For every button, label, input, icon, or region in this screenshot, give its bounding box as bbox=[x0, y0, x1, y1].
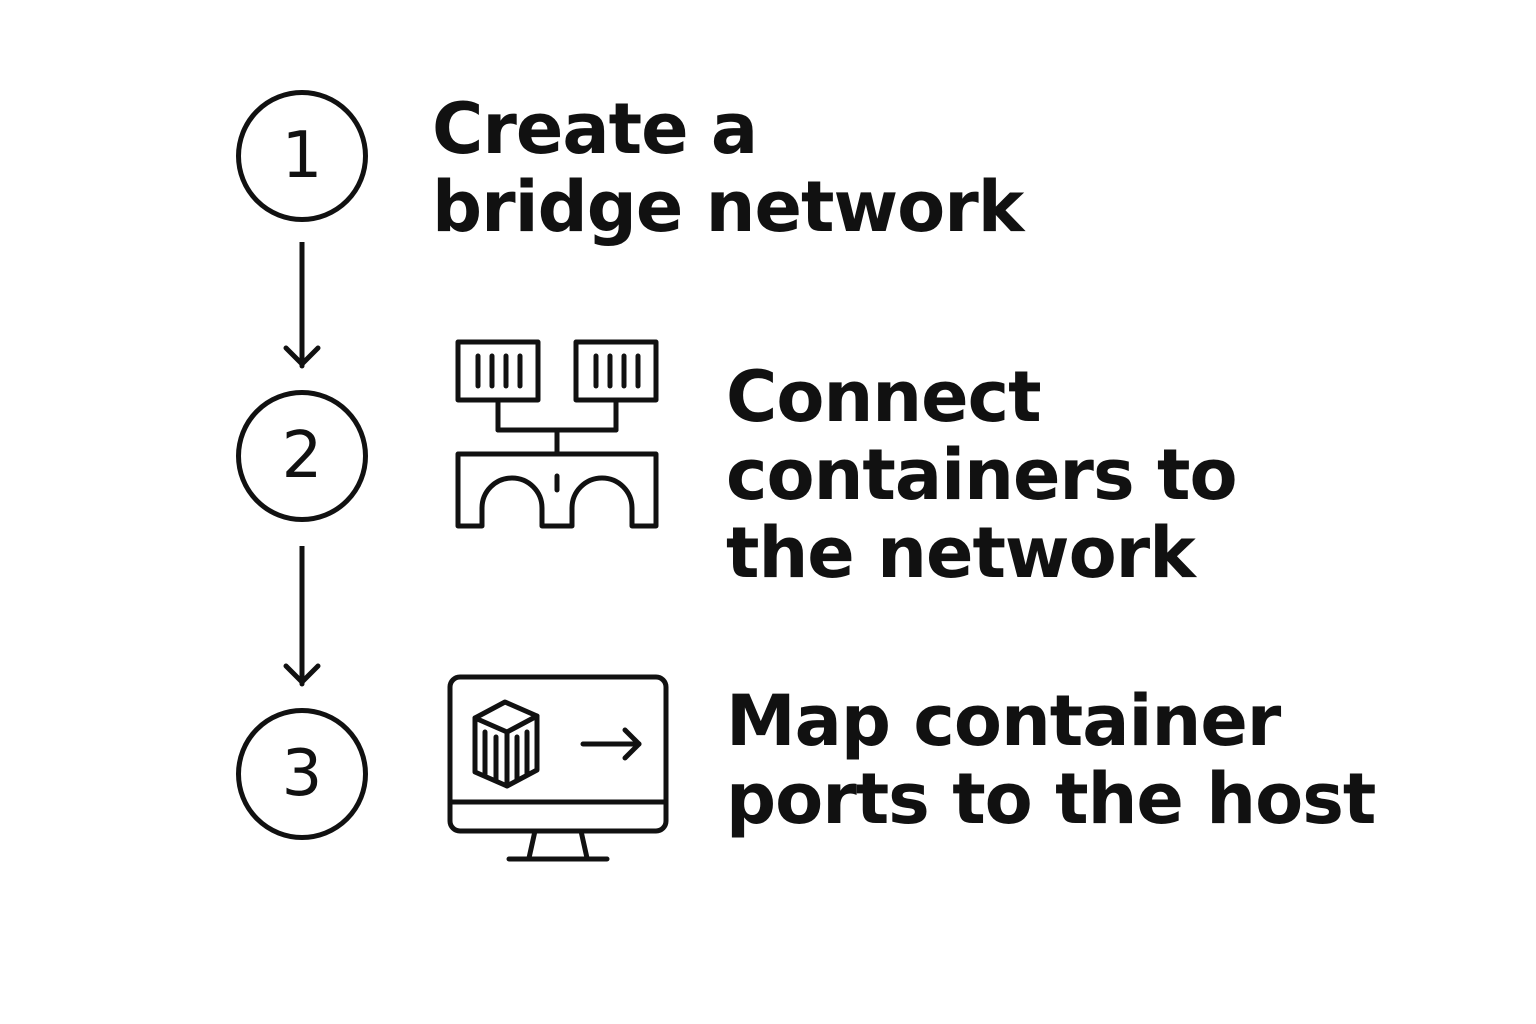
step-2-label-line-1: Connect bbox=[726, 356, 1042, 438]
step-1-number: 1 bbox=[281, 119, 323, 193]
step-1-label-line-2: bridge network bbox=[432, 166, 1024, 248]
arrow-down-icon bbox=[283, 546, 321, 687]
step-1-label: Create a bridge network bbox=[432, 88, 1024, 248]
step-2-label-line-2: containers to bbox=[726, 434, 1238, 516]
step-1-label-line-1: Create a bbox=[432, 88, 758, 170]
step-3-number: 3 bbox=[281, 737, 323, 811]
step-3-label-line-2: ports to the host bbox=[726, 758, 1376, 840]
step-2-number: 2 bbox=[281, 419, 323, 493]
step-2-label-line-3: the network bbox=[726, 512, 1196, 594]
arrow-down-icon bbox=[283, 242, 321, 369]
step-2-number-circle: 2 bbox=[236, 390, 368, 522]
step-3-number-circle: 3 bbox=[236, 708, 368, 840]
step-3-label: Map container ports to the host bbox=[726, 680, 1376, 840]
step-1-number-circle: 1 bbox=[236, 90, 368, 222]
step-2-label: Connect containers to the network bbox=[726, 356, 1238, 594]
step-3-label-line-1: Map container bbox=[726, 680, 1281, 762]
network-bridge-icon bbox=[455, 339, 659, 529]
container-to-monitor-icon bbox=[447, 674, 669, 862]
